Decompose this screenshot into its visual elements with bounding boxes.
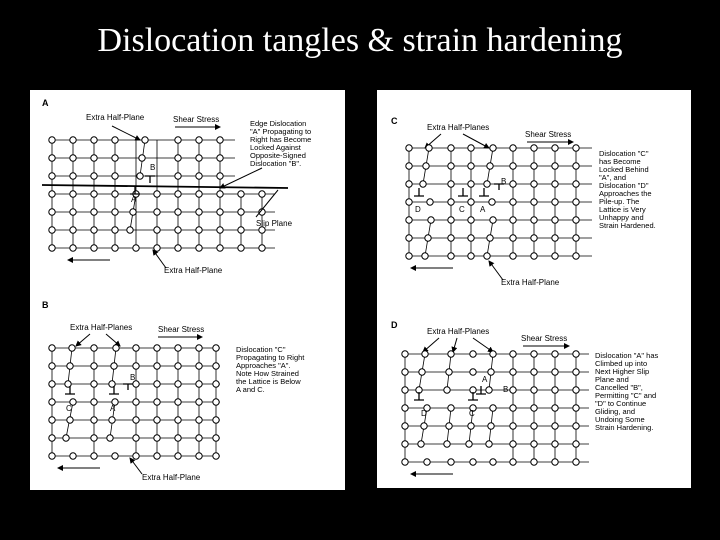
svg-text:Next Higher Slip: Next Higher Slip — [595, 367, 649, 376]
svg-text:Gliding, and: Gliding, and — [595, 407, 635, 416]
svg-text:Dislocation "A" has: Dislocation "A" has — [595, 351, 659, 360]
diagram-d: D Extra Half-Planes Shear Stress Disloca… — [391, 320, 659, 477]
diagram-b: B Extra Half-Planes Shear Stress Disloca… — [42, 300, 305, 482]
svg-text:Unhappy and: Unhappy and — [599, 213, 644, 222]
mark-b-a: A — [110, 404, 116, 413]
label-a-shear: Shear Stress — [173, 115, 219, 124]
letter-c: C — [391, 116, 398, 126]
note-c: Dislocation "C" has Become Locked Behind… — [599, 149, 656, 230]
svg-text:Dislocation "D": Dislocation "D" — [599, 181, 649, 190]
letter-b: B — [42, 300, 49, 310]
label-b-shear: Shear Stress — [158, 325, 204, 334]
label-c-top: Extra Half-Planes — [427, 123, 489, 132]
svg-text:Undoing Some: Undoing Some — [595, 415, 645, 424]
mark-c-a: A — [480, 205, 486, 214]
svg-text:Propagating to Right: Propagating to Right — [236, 353, 305, 362]
svg-text:Pile-up. The: Pile-up. The — [599, 197, 639, 206]
panels-a-b-svg: A Extra Half-Plane Shear Stress Edge Dis… — [41, 98, 311, 482]
mark-b-c: C — [66, 404, 72, 413]
svg-text:Locked Behind: Locked Behind — [599, 165, 649, 174]
mark-d-d: D — [421, 409, 427, 418]
svg-text:Strain Hardened.: Strain Hardened. — [599, 221, 656, 230]
mark-c-d: D — [415, 205, 421, 214]
mark-d-c: C — [469, 409, 475, 418]
note-d: Dislocation "A" has Climbed up into Next… — [595, 351, 659, 432]
diagram-c: C Extra Half-Planes Shear Stress Disloca… — [391, 116, 656, 287]
label-d-top: Extra Half-Planes — [427, 327, 489, 336]
letter-d: D — [391, 320, 398, 330]
svg-text:A and C.: A and C. — [236, 385, 265, 394]
svg-text:Dislocation "C": Dislocation "C" — [236, 345, 286, 354]
mark-b-b: B — [130, 373, 135, 382]
letter-a: A — [42, 98, 49, 108]
svg-text:Permitting "C" and: Permitting "C" and — [595, 391, 656, 400]
figure-panel-right: C Extra Half-Planes Shear Stress Disloca… — [377, 90, 691, 488]
svg-text:Note How Strained: Note How Strained — [236, 369, 299, 378]
svg-text:Dislocation "B".: Dislocation "B". — [250, 159, 301, 168]
label-c-bottom: Extra Half-Plane — [501, 278, 560, 287]
svg-text:Strain Hardening.: Strain Hardening. — [595, 423, 653, 432]
label-a-slip: Slip Plane — [256, 219, 293, 228]
slide-title: Dislocation tangles & strain hardening — [97, 22, 623, 59]
mark-c-b: B — [501, 177, 506, 186]
mark-a-b: B — [150, 163, 155, 172]
mark-a-a: A — [131, 195, 137, 204]
svg-text:Opposite-Signed: Opposite-Signed — [250, 151, 306, 160]
svg-text:has Become: has Become — [599, 157, 641, 166]
svg-text:Plane and: Plane and — [595, 375, 629, 384]
svg-text:Climbed up into: Climbed up into — [595, 359, 647, 368]
svg-text:Edge Dislocation: Edge Dislocation — [250, 119, 306, 128]
svg-text:Locked Against: Locked Against — [250, 143, 302, 152]
note-b: Dislocation "C" Propagating to Right App… — [236, 345, 305, 394]
diagram-a: A Extra Half-Plane Shear Stress Edge Dis… — [41, 98, 311, 275]
svg-text:Right has Become: Right has Become — [250, 135, 311, 144]
mark-d-b: B — [503, 385, 508, 394]
label-b-top: Extra Half-Planes — [70, 323, 132, 332]
panels-c-d-svg: C Extra Half-Planes Shear Stress Disloca… — [391, 116, 659, 477]
svg-text:Cancelled "B",: Cancelled "B", — [595, 383, 643, 392]
svg-text:Lattice is Very: Lattice is Very — [599, 205, 646, 214]
label-a-bottom: Extra Half-Plane — [164, 266, 223, 275]
mark-d-a: A — [482, 375, 488, 384]
figure-panel-left: A Extra Half-Plane Shear Stress Edge Dis… — [30, 90, 345, 490]
label-a-top: Extra Half-Plane — [86, 113, 145, 122]
note-a: Edge Dislocation "A" Propagating to Righ… — [250, 119, 311, 168]
svg-text:"A" Propagating to: "A" Propagating to — [250, 127, 311, 136]
svg-text:Approaches the: Approaches the — [599, 189, 652, 198]
label-c-shear: Shear Stress — [525, 130, 571, 139]
label-d-shear: Shear Stress — [521, 334, 567, 343]
svg-text:the Lattice is Below: the Lattice is Below — [236, 377, 301, 386]
svg-text:"A", and: "A", and — [599, 173, 626, 182]
svg-text:"D" to Continue: "D" to Continue — [595, 399, 646, 408]
svg-text:Approaches "A".: Approaches "A". — [236, 361, 291, 370]
svg-text:Dislocation "C": Dislocation "C" — [599, 149, 649, 158]
mark-c-c: C — [459, 205, 465, 214]
label-b-bottom: Extra Half-Plane — [142, 473, 201, 482]
